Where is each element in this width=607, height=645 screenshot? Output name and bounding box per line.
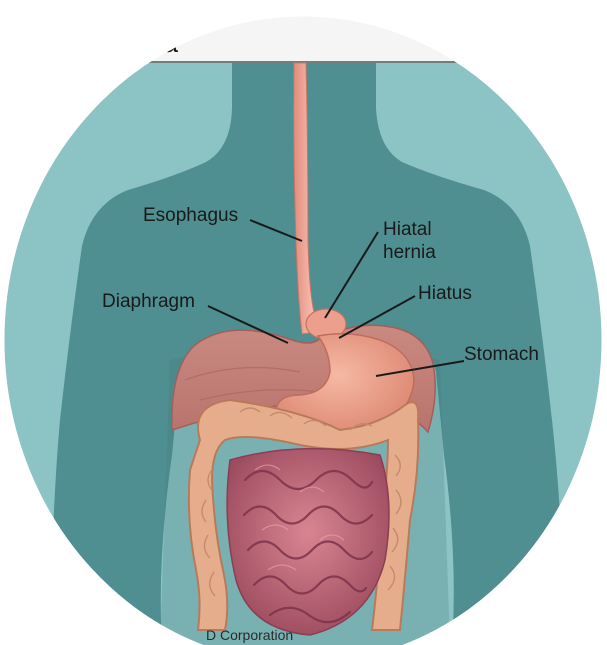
title-bar <box>0 0 607 62</box>
page-title: ernia <box>118 28 179 58</box>
label-hiatus: Hiatus <box>418 283 472 304</box>
copyright-credit: D Corporation <box>206 627 293 643</box>
label-diaphragm: Diaphragm <box>102 291 195 312</box>
label-hiatal: Hiatal <box>383 219 432 240</box>
label-esophagus: Esophagus <box>143 205 238 226</box>
label-hernia: hernia <box>383 242 436 263</box>
label-stomach: Stomach <box>464 344 539 365</box>
